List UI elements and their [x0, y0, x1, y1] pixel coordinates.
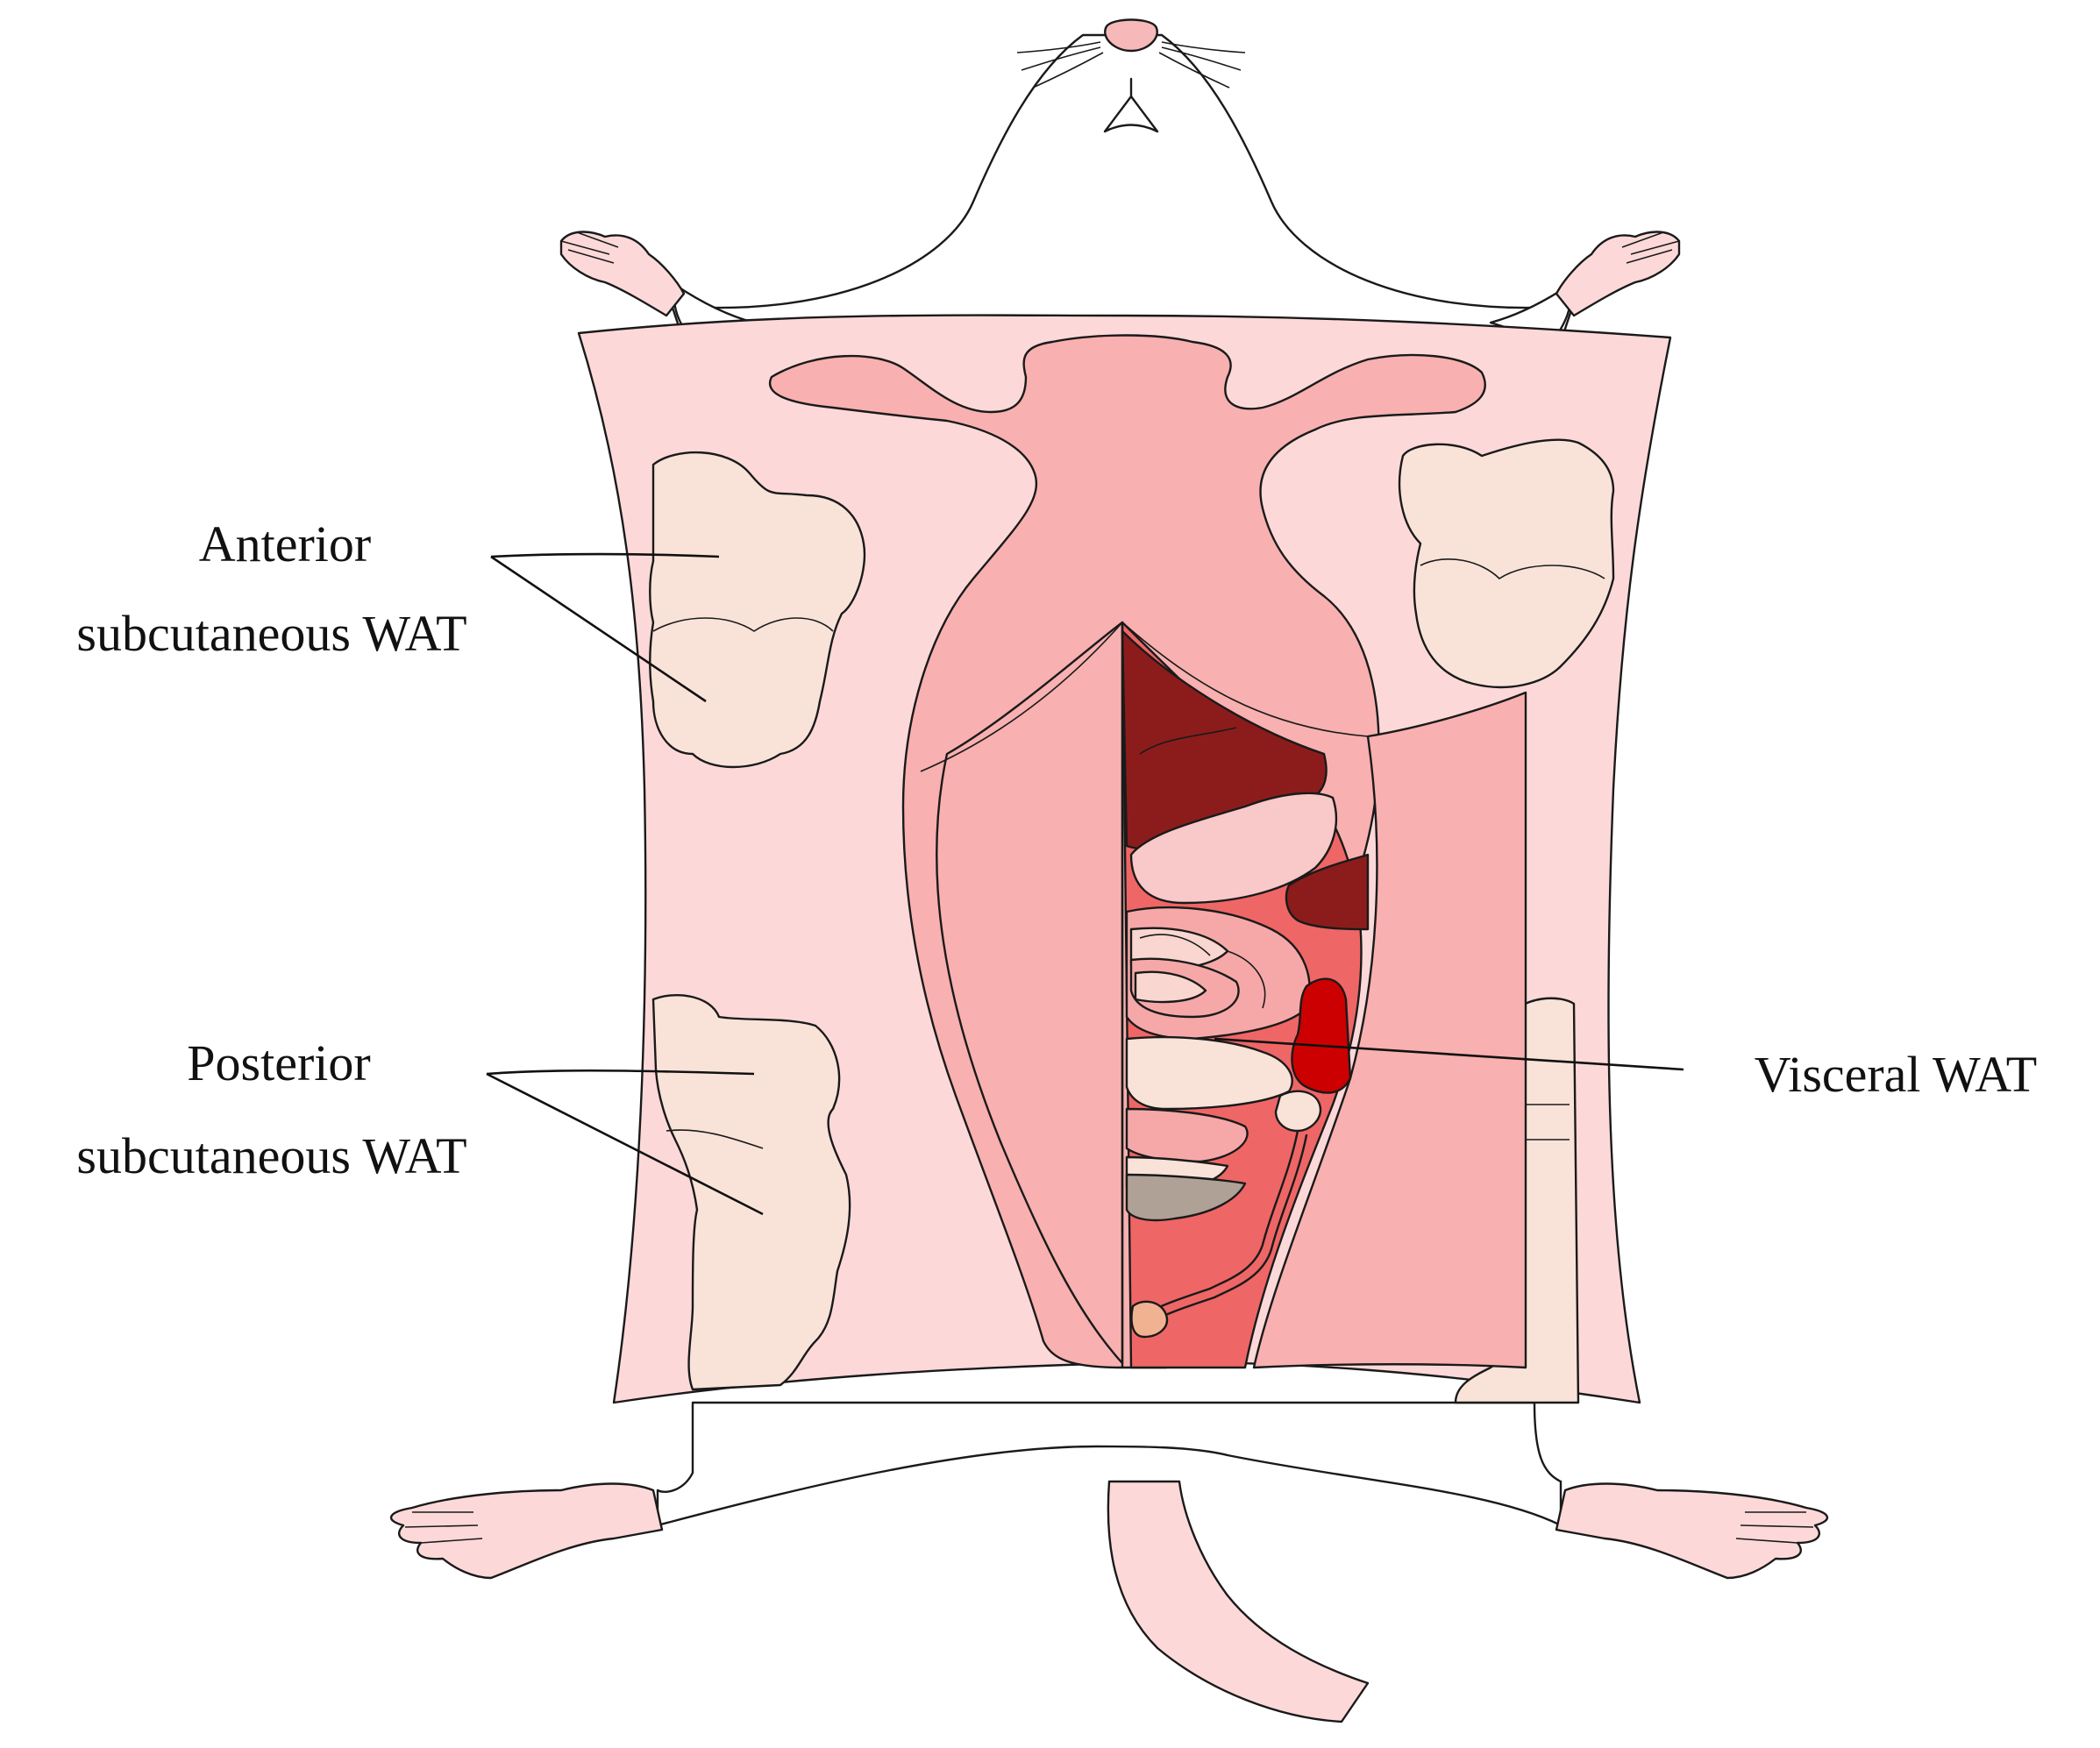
small-fat-lobule — [1274, 1090, 1322, 1133]
left-hindlimb — [390, 1482, 664, 1580]
anterior-wat-left — [649, 451, 866, 769]
ureter — [1143, 1129, 1299, 1317]
visceral-label: Visceral WAT — [1755, 1046, 2037, 1103]
intestines — [1125, 906, 1311, 1041]
mouse-head — [665, 18, 1580, 344]
inner-muscle-sheet — [936, 621, 1124, 1365]
whiskers-icon — [1016, 41, 1246, 89]
anterior-wat-leaders — [490, 552, 720, 703]
posterior-wat-left — [651, 993, 851, 1391]
liver-right-lobe — [1285, 853, 1370, 931]
bladder — [1130, 1300, 1169, 1339]
right-forelimb — [1489, 231, 1681, 344]
nose-icon — [1104, 18, 1158, 53]
anterior-wat-right — [1398, 438, 1615, 689]
posterior-wat-leaders — [486, 1069, 764, 1216]
cecum — [1125, 1173, 1247, 1222]
right-hindlimb — [1555, 1482, 1828, 1580]
visceral-wat-leader — [1214, 1037, 1684, 1071]
tail — [1107, 1480, 1370, 1723]
posterior-label-line2: subcutaneous WAT — [76, 1127, 466, 1184]
anterior-label-line2: subcutaneous WAT — [76, 605, 466, 662]
posterior-label-line1: Posterior — [187, 1034, 370, 1091]
spleen — [1291, 977, 1352, 1094]
stomach — [1129, 792, 1338, 905]
anterior-label-line1: Anterior — [199, 515, 372, 572]
right-muscle-flap — [1252, 691, 1527, 1369]
mouth-icon — [1103, 77, 1159, 133]
